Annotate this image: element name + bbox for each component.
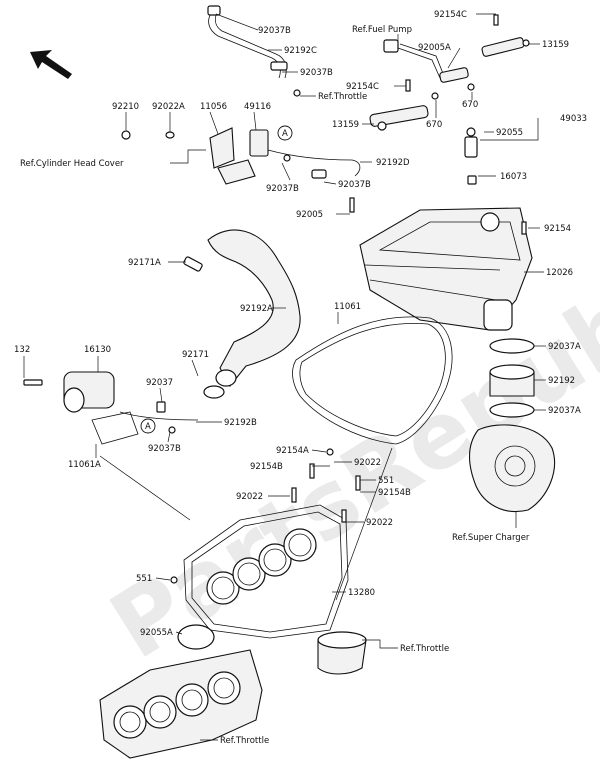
- plenum-part: [183, 504, 349, 639]
- breather-hose-top: [207, 5, 301, 97]
- clamps-coupler: [489, 338, 535, 418]
- callout-92171: 92171: [182, 350, 209, 360]
- callout-92037A: 92037A: [548, 406, 581, 416]
- callout-670: 670: [426, 120, 442, 130]
- callout-ref-fuel-pump: Ref.Fuel Pump: [352, 25, 412, 35]
- front-arrow-icon: [30, 50, 72, 79]
- callout-92210: 92210: [112, 102, 139, 112]
- callout-92171A: 92171A: [128, 258, 161, 268]
- callout-ref-throttle: Ref.Throttle: [318, 92, 367, 102]
- callout-92055: 92055: [496, 128, 523, 138]
- callout-92005A: 92005A: [418, 43, 451, 53]
- throttle-body: [99, 649, 263, 759]
- throttle-elbow: [317, 631, 367, 675]
- callout-11061: 11061: [334, 302, 361, 312]
- marker-a-left: A: [140, 418, 156, 434]
- callout-11056: 11056: [200, 102, 227, 112]
- callout-92022: 92022: [236, 492, 263, 502]
- svg-text:A: A: [145, 422, 151, 432]
- bolts: [170, 197, 527, 584]
- callout-13159: 13159: [332, 120, 359, 130]
- callout-92037B: 92037B: [148, 444, 181, 454]
- callout-16073: 16073: [500, 172, 527, 182]
- callout-92192C: 92192C: [284, 46, 317, 56]
- injector-part: [464, 127, 478, 185]
- callout-92022: 92022: [366, 518, 393, 528]
- callout-92037B: 92037B: [338, 180, 371, 190]
- breather-bracket: [121, 127, 361, 185]
- callout-92154A: 92154A: [276, 446, 309, 456]
- callout-92192D: 92192D: [376, 158, 410, 168]
- marker-a-top: A: [277, 125, 293, 141]
- callout-ref-cylinder-head-cover: Ref.Cylinder Head Cover: [20, 159, 124, 169]
- callout-49116: 49116: [244, 102, 271, 112]
- callout-92154C: 92154C: [346, 82, 379, 92]
- callout-92022: 92022: [354, 458, 381, 468]
- callout-92154: 92154: [544, 224, 571, 234]
- svg-text:A: A: [282, 129, 288, 139]
- callout-551: 551: [136, 574, 152, 584]
- callout-92037B: 92037B: [258, 26, 291, 36]
- callout-92192: 92192: [548, 376, 575, 386]
- callout-labels: 92037B 92192C 92037B Ref.Throttle Ref.Fu…: [14, 10, 587, 746]
- airbox-part: [359, 207, 533, 331]
- o-ring: [177, 624, 215, 650]
- callout-92154C: 92154C: [434, 10, 467, 20]
- callout-551: 551: [378, 476, 394, 486]
- callout-92037A: 92037A: [548, 342, 581, 352]
- callout-ref-super-charger: Ref.Super Charger: [452, 533, 530, 543]
- breather-valve: [23, 256, 203, 445]
- callout-92192B: 92192B: [224, 418, 257, 428]
- airbox-gasket: [292, 316, 453, 445]
- callout-92037B: 92037B: [266, 184, 299, 194]
- callout-92022A: 92022A: [152, 102, 185, 112]
- callout-92055A: 92055A: [140, 628, 173, 638]
- callout-11061A: 11061A: [68, 460, 101, 470]
- callout-12026: 12026: [546, 268, 573, 278]
- callout-ref-throttle: Ref.Throttle: [400, 644, 449, 654]
- callout-92037B: 92037B: [300, 68, 333, 78]
- callout-ref-throttle: Ref.Throttle: [220, 736, 269, 746]
- callout-92192A: 92192A: [240, 304, 273, 314]
- intake-duct: [203, 229, 301, 399]
- leader-lines: [23, 13, 546, 741]
- callout-16130: 16130: [84, 345, 111, 355]
- callout-92005: 92005: [296, 210, 323, 220]
- callout-132: 132: [14, 345, 30, 355]
- callout-13159: 13159: [542, 40, 569, 50]
- callout-92037: 92037: [146, 378, 173, 388]
- callout-92154B: 92154B: [378, 488, 411, 498]
- callout-13280: 13280: [348, 588, 375, 598]
- fuel-pipe-assembly: [369, 14, 530, 131]
- callout-670: 670: [462, 100, 478, 110]
- callout-49033: 49033: [560, 114, 587, 124]
- supercharger-part: [468, 424, 556, 513]
- callout-92154B: 92154B: [250, 462, 283, 472]
